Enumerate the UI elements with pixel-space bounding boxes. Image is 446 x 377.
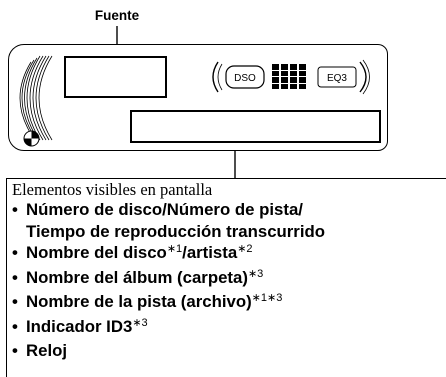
grid-button-icon	[272, 64, 312, 90]
svg-text:DSO: DSO	[234, 73, 256, 84]
list-item: Reloj	[12, 340, 325, 362]
display-items-title: Elementos visibles en pantalla	[12, 180, 213, 199]
list-item: Indicador ID3∗3	[12, 316, 325, 341]
list-item: Número de disco/Número de pista/ Tiempo …	[12, 199, 325, 242]
eq3-button-icon	[317, 66, 357, 88]
list-item: Nombre de la pista (archivo)∗1∗3	[12, 291, 325, 316]
list-item: Nombre del álbum (carpeta)∗3	[12, 267, 325, 292]
display-panel-buttons: DSO EQ3	[212, 59, 370, 95]
main-display-window	[130, 110, 381, 143]
source-display-window	[64, 56, 167, 98]
display-items-box	[6, 178, 446, 377]
dso-button-icon	[225, 65, 265, 89]
list-item: Nombre del disco∗1/artista∗2	[12, 242, 325, 267]
source-callout-label: Fuente	[94, 8, 140, 23]
display-items-list: Número de disco/Número de pista/ Tiempo …	[12, 199, 325, 362]
disc-icon	[23, 130, 40, 147]
svg-text:EQ3: EQ3	[327, 73, 347, 84]
